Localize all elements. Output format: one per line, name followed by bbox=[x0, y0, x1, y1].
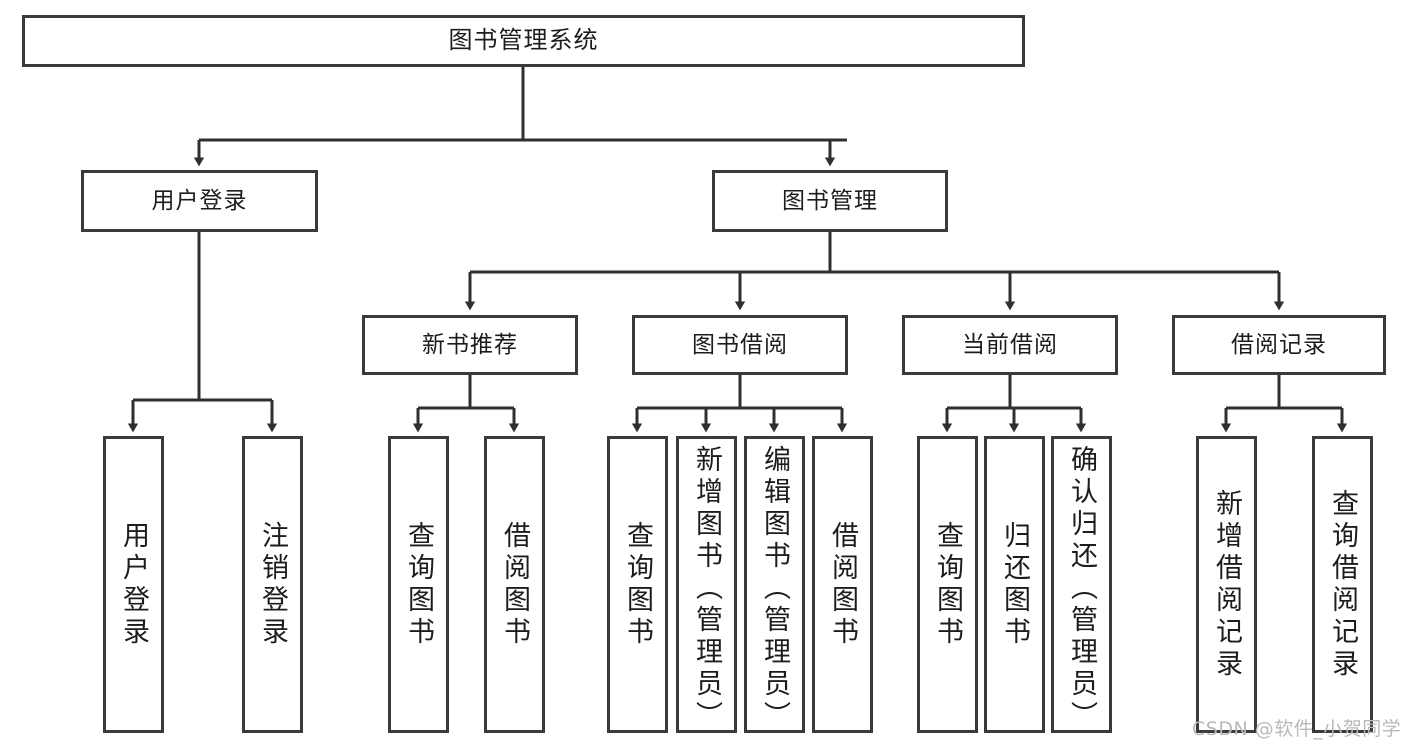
leaf-borrow-book[interactable]: 借阅图书 bbox=[812, 436, 873, 733]
node-label: 归还图书 bbox=[999, 520, 1030, 649]
leaf-query-borrow-record[interactable]: 查询借阅记录 bbox=[1312, 436, 1373, 733]
leaf-query-book-current[interactable]: 查询图书 bbox=[917, 436, 978, 733]
leaf-query-book-borrow[interactable]: 查询图书 bbox=[607, 436, 668, 733]
node-borrow-record[interactable]: 借阅记录 bbox=[1172, 315, 1386, 375]
node-label: 新书推荐 bbox=[422, 331, 518, 358]
node-book-management[interactable]: 图书管理 bbox=[712, 170, 948, 232]
node-label: 用户登录 bbox=[151, 187, 248, 214]
node-root-system[interactable]: 图书管理系统 bbox=[22, 15, 1025, 67]
node-label: 借阅图书 bbox=[827, 520, 858, 649]
leaf-edit-book-admin[interactable]: 编辑图书（管理员） bbox=[744, 436, 805, 733]
node-book-borrow[interactable]: 图书借阅 bbox=[632, 315, 848, 375]
node-label: 查询图书 bbox=[403, 520, 434, 649]
node-label: 查询图书 bbox=[622, 520, 653, 649]
node-label: 查询图书 bbox=[932, 520, 963, 649]
node-label: 借阅图书 bbox=[499, 520, 530, 649]
leaf-add-book-admin[interactable]: 新增图书（管理员） bbox=[676, 436, 737, 733]
node-label: 新增借阅记录 bbox=[1211, 488, 1242, 681]
node-label: 图书借阅 bbox=[692, 331, 788, 358]
leaf-add-borrow-record[interactable]: 新增借阅记录 bbox=[1196, 436, 1257, 733]
leaf-user-login[interactable]: 用户登录 bbox=[103, 436, 164, 733]
node-label: 注销登录 bbox=[257, 520, 288, 649]
leaf-query-book-newbook[interactable]: 查询图书 bbox=[388, 436, 449, 733]
node-label: 图书管理 bbox=[782, 187, 878, 214]
leaf-borrow-book-newbook[interactable]: 借阅图书 bbox=[484, 436, 545, 733]
leaf-logout[interactable]: 注销登录 bbox=[242, 436, 303, 733]
node-label: 用户登录 bbox=[118, 520, 149, 649]
node-label: 借阅记录 bbox=[1231, 331, 1327, 358]
leaf-confirm-return-admin[interactable]: 确认归还（管理员） bbox=[1051, 436, 1112, 733]
leaf-return-book[interactable]: 归还图书 bbox=[984, 436, 1045, 733]
csdn-watermark: CSDN @软件_小贺同学 bbox=[1192, 718, 1402, 740]
node-label: 编辑图书（管理员） bbox=[759, 445, 790, 733]
node-label: 图书管理系统 bbox=[448, 26, 599, 55]
node-label: 新增图书（管理员） bbox=[691, 445, 722, 733]
node-label: 查询借阅记录 bbox=[1327, 488, 1358, 681]
node-label: 确认归还（管理员） bbox=[1066, 445, 1097, 733]
node-new-book-recommend[interactable]: 新书推荐 bbox=[362, 315, 578, 375]
node-user-login[interactable]: 用户登录 bbox=[81, 170, 318, 232]
node-current-borrow[interactable]: 当前借阅 bbox=[902, 315, 1118, 375]
node-label: 当前借阅 bbox=[962, 331, 1058, 358]
